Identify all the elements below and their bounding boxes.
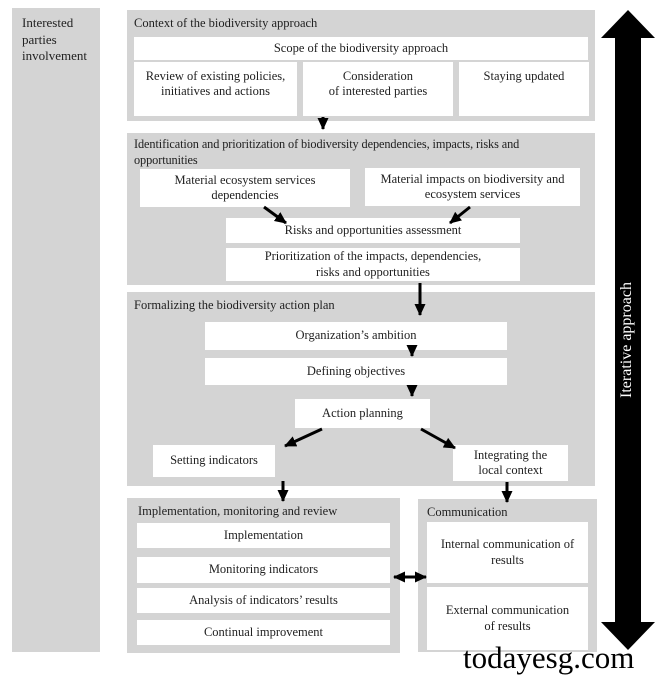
section-communication-title: Communication bbox=[427, 505, 508, 519]
box-material-impacts: Material impacts on biodiversity and eco… bbox=[365, 168, 580, 206]
box-monitoring-indicators: Monitoring indicators bbox=[137, 557, 390, 583]
iterative-approach-label: Iterative approach bbox=[618, 282, 635, 398]
box-continual-improvement: Continual improvement bbox=[137, 620, 390, 645]
box-external-communication: External communication of results bbox=[427, 587, 588, 650]
box-internal-communication: Internal communication of results bbox=[427, 522, 588, 583]
box-material-dependencies: Material ecosystem services dependencies bbox=[140, 169, 350, 207]
watermark-text: todayesg.com bbox=[463, 640, 635, 675]
interested-parties-panel: Interested parties involvement bbox=[12, 8, 100, 652]
box-scope: Scope of the biodiversity approach bbox=[134, 37, 588, 60]
section-implementation-title: Implementation, monitoring and review bbox=[138, 504, 338, 518]
box-action-planning: Action planning bbox=[295, 399, 430, 428]
box-organization-ambition: Organization’s ambition bbox=[205, 322, 507, 350]
box-review-policies: Review of existing policies, initiatives… bbox=[134, 62, 297, 116]
box-staying-updated: Staying updated bbox=[459, 62, 589, 116]
interested-parties-label: Interested parties involvement bbox=[22, 15, 87, 64]
box-integrating-local-context: Integrating the local context bbox=[453, 445, 568, 481]
box-analysis-results: Analysis of indicators’ results bbox=[137, 588, 390, 613]
box-consideration-parties: Consideration of interested parties bbox=[303, 62, 453, 116]
box-risks-assessment: Risks and opportunities assessment bbox=[226, 218, 520, 243]
box-defining-objectives: Defining objectives bbox=[205, 358, 507, 385]
section-formalizing-title: Formalizing the biodiversity action plan bbox=[134, 298, 335, 312]
box-implementation: Implementation bbox=[137, 523, 390, 548]
section-identification-title: Identification and prioritization of bio… bbox=[134, 137, 520, 167]
section-context-title: Context of the biodiversity approach bbox=[134, 16, 318, 30]
box-setting-indicators: Setting indicators bbox=[153, 445, 275, 477]
box-prioritization: Prioritization of the impacts, dependenc… bbox=[226, 248, 520, 281]
